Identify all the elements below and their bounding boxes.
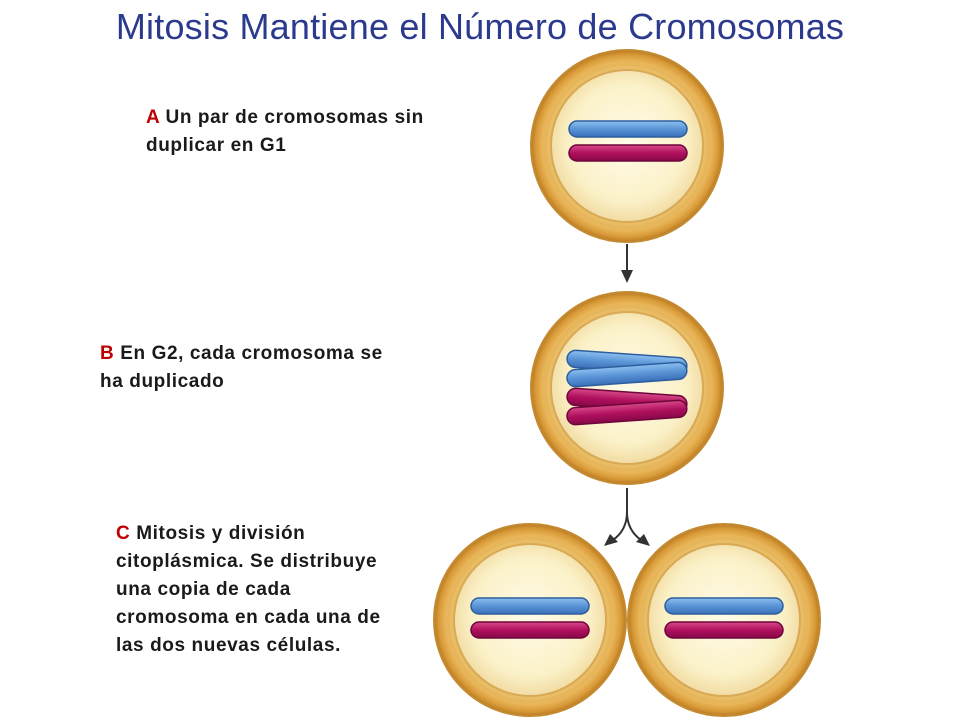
- chromosome-blue: [470, 597, 590, 615]
- duplicated-chromosome-magenta: [566, 387, 688, 426]
- step-c-text: Mitosis y división citoplásmica. Se dist…: [116, 523, 381, 656]
- split-arrow: [604, 488, 650, 546]
- step-a-label: A Un par de cromosomas sin duplicar en G…: [146, 104, 486, 160]
- arrow-down-1: [621, 244, 633, 283]
- step-a-text: Un par de cromosomas sin duplicar en G1: [146, 107, 424, 156]
- chromosome-blue: [664, 597, 784, 615]
- cell-b: [530, 291, 724, 485]
- chromosome-magenta: [470, 621, 590, 639]
- step-a-letter: A: [146, 107, 160, 128]
- chromosome-blue: [568, 120, 688, 138]
- step-c-label: C Mitosis y división citoplásmica. Se di…: [116, 520, 388, 660]
- daughter-cell-right: [627, 523, 821, 717]
- chromosome-magenta: [664, 621, 784, 639]
- step-b-text: En G2, cada cromosoma se ha duplicado: [100, 343, 383, 392]
- chromosome-magenta: [568, 144, 688, 162]
- step-b-letter: B: [100, 343, 115, 364]
- step-c-letter: C: [116, 523, 131, 544]
- step-b-label: B En G2, cada cromosoma se ha duplicado: [100, 340, 410, 396]
- duplicated-chromosome-blue: [566, 349, 688, 388]
- cell-a: [530, 49, 724, 243]
- daughter-cell-left: [433, 523, 627, 717]
- page-title: Mitosis Mantiene el Número de Cromosomas: [115, 6, 845, 47]
